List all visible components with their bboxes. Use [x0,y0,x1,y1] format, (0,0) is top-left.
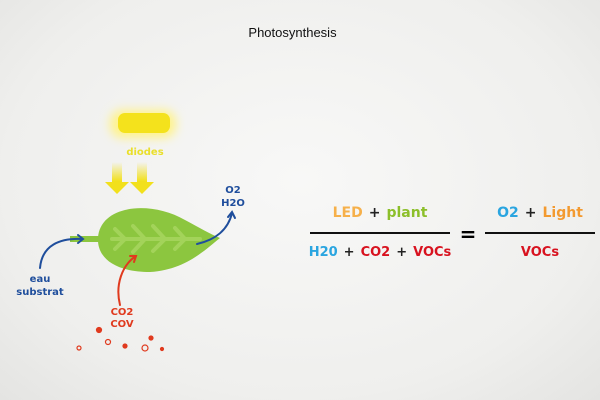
left-numerator: LED + plant [310,205,450,221]
page-title: Photosynthesis [248,25,337,40]
equation-term: O2 [497,205,519,221]
equation-term: Light [542,205,583,221]
plus-sign: + [368,205,381,221]
gas-particles-icon [76,326,165,352]
left-fraction-bar [310,232,450,234]
diodes-label: diodes [126,147,163,158]
right-fraction-bar [485,232,595,234]
output-label-o2: O2 [225,185,241,196]
plus-sign: + [524,205,537,221]
water-input-arrow-icon [39,237,83,269]
equation-term: CO2 [360,245,391,260]
photosynthesis-diagram: diodes O2 H2O eau substrat CO2 COV [16,110,245,352]
input-label-cov: COV [110,319,134,330]
input-label-co2: CO2 [111,307,134,318]
light-arrows-icon [105,162,154,194]
output-label-h2o: H2O [221,198,245,209]
equation-term: plant [386,205,428,221]
leaf-icon [70,208,220,272]
equation-term: VOCs [520,245,560,260]
plus-sign: + [343,245,355,260]
equation-term: LED [332,205,363,221]
right-numerator: O2 + Light [485,205,595,221]
input-label-eau: eau [30,274,51,285]
input-label-substrat: substrat [16,287,64,298]
output-arrow-icon [196,212,233,245]
plus-sign: + [396,245,408,260]
equation-term: H20 [308,245,338,260]
gas-input-arrow-icon [117,255,137,306]
right-denominator: VOCs [485,245,595,260]
equals-sign: = [459,222,477,246]
equation-term: VOCs [413,245,452,260]
led-diode-icon [110,110,176,138]
left-denominator: H20 + CO2 + VOCs [305,245,455,260]
